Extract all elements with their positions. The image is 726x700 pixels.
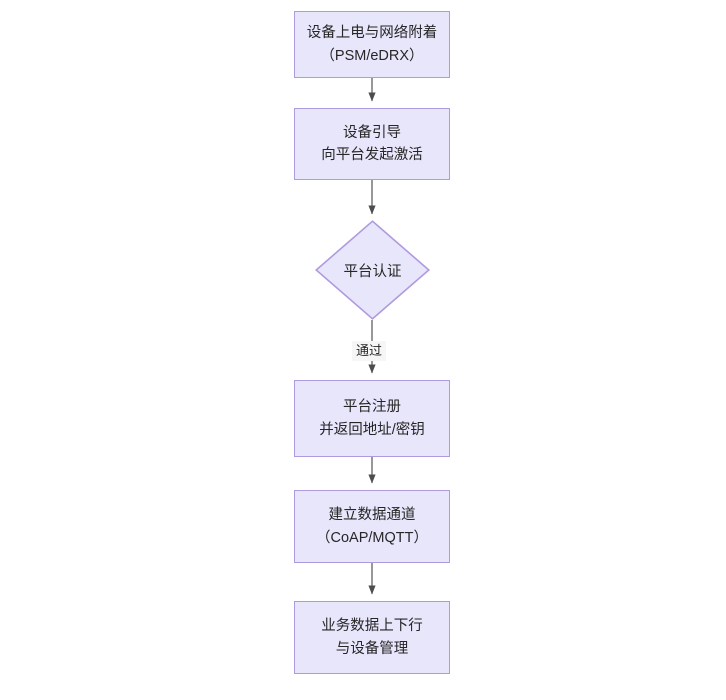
node-label-line: 向平台发起激活: [321, 147, 423, 163]
node-label-line: （CoAP/MQTT）: [316, 529, 428, 546]
node-device-power-on[interactable]: 设备上电与网络附着 （PSM/eDRX）: [294, 11, 450, 78]
node-label-line: （PSM/eDRX）: [320, 47, 424, 64]
diamond-shape: [315, 220, 430, 320]
node-label-line: 业务数据上下行: [321, 618, 423, 635]
node-label-line: 设备上电与网络附着: [306, 25, 438, 42]
node-business-data-and-device-management[interactable]: 业务数据上下行 与设备管理: [294, 601, 450, 674]
node-establish-data-channel[interactable]: 建立数据通道 （CoAP/MQTT）: [294, 490, 450, 563]
edge-label-pass: 通过: [352, 341, 387, 361]
node-label-line: 与设备管理: [335, 640, 409, 657]
node-label-line: 平台注册: [343, 399, 401, 416]
node-device-bootstrap[interactable]: 设备引导 向平台发起激活: [294, 108, 450, 180]
node-label-line: 建立数据通道: [328, 507, 416, 524]
node-label-line: 设备引导: [343, 124, 401, 141]
node-platform-authentication[interactable]: 平台认证: [315, 220, 430, 320]
node-label-line: 平台认证: [343, 263, 402, 280]
node-label-line: 并返回地址/密钥: [319, 421, 425, 438]
node-platform-registration[interactable]: 平台注册 并返回地址/密钥: [294, 380, 450, 457]
